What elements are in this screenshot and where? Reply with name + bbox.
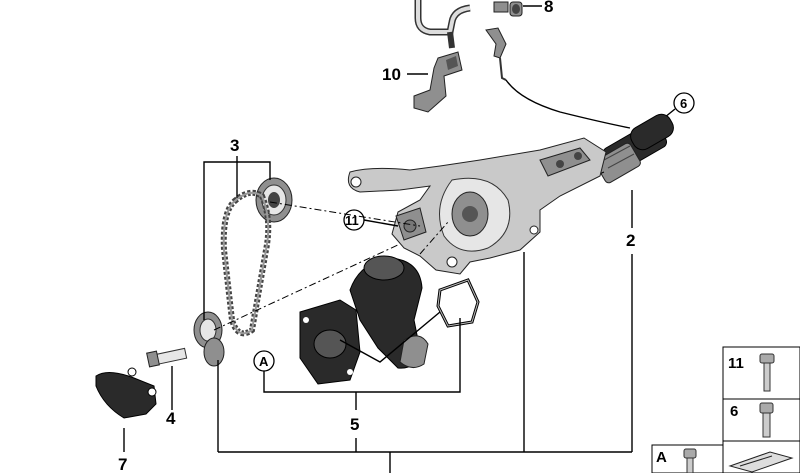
oil-tube-part[interactable] bbox=[414, 0, 471, 49]
callout-11[interactable]: 11 bbox=[345, 213, 359, 228]
leader-11 bbox=[363, 219, 399, 227]
callout-4[interactable]: 4 bbox=[166, 409, 176, 428]
sprocket-lower-part[interactable] bbox=[193, 311, 225, 367]
axis-sprocket bbox=[269, 201, 421, 227]
legend-label-11: 11 bbox=[728, 355, 744, 372]
screw-11-icon bbox=[759, 353, 775, 392]
oil-pickup-part[interactable] bbox=[299, 255, 429, 385]
oil-pump-housing-part[interactable] bbox=[347, 137, 607, 275]
gasket-ring-part[interactable] bbox=[436, 278, 480, 328]
axis-pickup bbox=[419, 221, 449, 255]
bolt-part-8[interactable] bbox=[493, 1, 523, 17]
callout-6[interactable]: 6 bbox=[680, 96, 687, 111]
bolt-part-4[interactable] bbox=[146, 347, 188, 368]
gasket-shim-icon bbox=[728, 451, 794, 473]
callout-5[interactable]: 5 bbox=[350, 415, 359, 434]
leader-5-inner bbox=[339, 311, 441, 363]
callout-10[interactable]: 10 bbox=[382, 65, 401, 84]
axis-lower bbox=[213, 243, 401, 331]
sprocket-upper-part[interactable] bbox=[255, 177, 293, 223]
wire-cable bbox=[505, 79, 631, 129]
screw-6-icon bbox=[759, 402, 774, 438]
legend-panel: 11 6 A bbox=[651, 346, 800, 473]
solenoid-valve-part[interactable] bbox=[594, 111, 677, 185]
timing-chain-part[interactable] bbox=[220, 189, 272, 337]
screw-a-icon bbox=[683, 448, 697, 473]
callout-3[interactable]: 3 bbox=[230, 136, 239, 155]
sensor-clip-part[interactable] bbox=[485, 27, 507, 81]
callout-6-circle bbox=[673, 92, 695, 114]
legend-label-6: 6 bbox=[730, 403, 738, 420]
callout-7[interactable]: 7 bbox=[118, 455, 127, 473]
callout-8[interactable]: 8 bbox=[544, 0, 553, 16]
legend-label-a: A bbox=[656, 449, 667, 466]
chain-guard-part-7[interactable] bbox=[95, 367, 157, 419]
leader-5-bracket bbox=[263, 318, 461, 393]
callout-2[interactable]: 2 bbox=[626, 231, 635, 250]
bracket-part-10[interactable] bbox=[413, 51, 463, 113]
callout-a[interactable]: A bbox=[259, 354, 269, 369]
